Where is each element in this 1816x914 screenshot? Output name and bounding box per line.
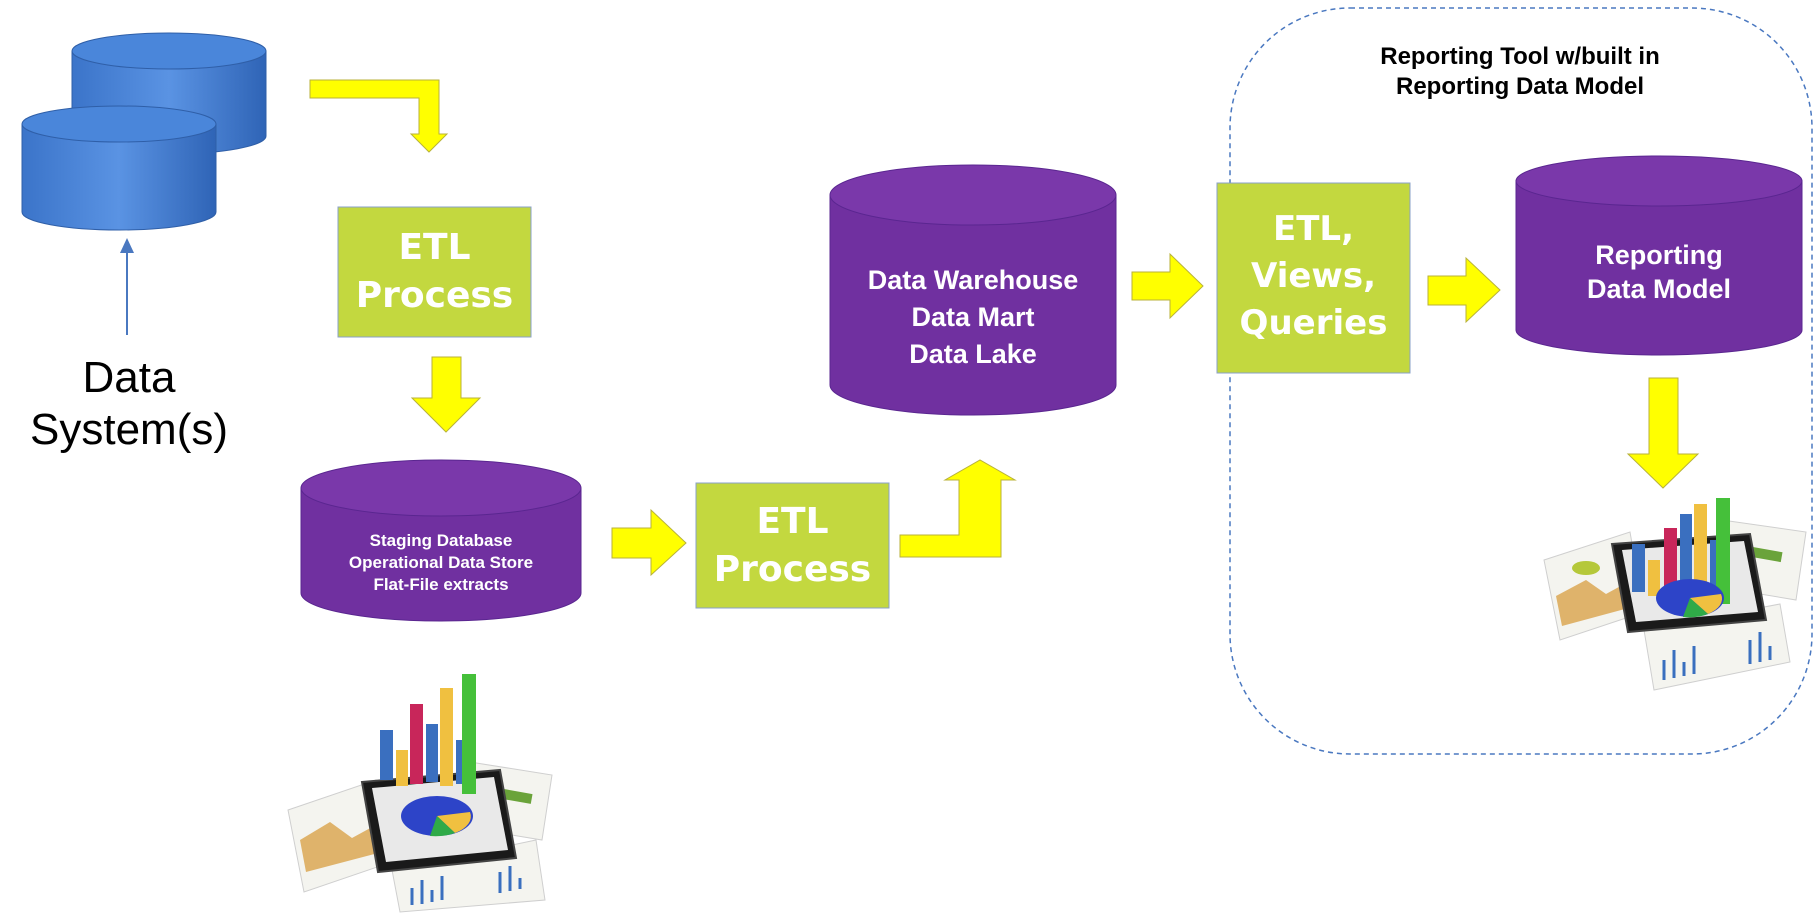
etl-views-queries-label: ETL, Views, Queries (1239, 209, 1388, 343)
right-arrow-to-reporting-db (1427, 256, 1501, 324)
data-systems-label: Data System(s) (30, 353, 228, 454)
reporting-tool-boundary (1229, 7, 1813, 755)
reporting-data-model-label: Reporting Data Model (1586, 240, 1732, 304)
right-arrow-to-etl-2 (611, 508, 687, 577)
source-up-arrow (120, 238, 134, 335)
report-charts-illustration-right (1543, 498, 1807, 691)
data-warehouse-label: Data Warehouse Data Mart Data Lake (867, 265, 1079, 369)
reporting-tool-title: Reporting Tool w/built in Reporting Data… (1380, 43, 1660, 100)
down-arrow-to-reports (1626, 377, 1700, 489)
down-arrow-to-staging (410, 356, 482, 433)
staging-database-label: Staging Database Operational Data Store … (348, 531, 534, 594)
etl-process-label-2: ETL Process (713, 501, 872, 590)
source-database-front (21, 105, 217, 231)
etl-process-box-1 (337, 206, 532, 338)
staging-database (300, 459, 582, 622)
bent-arrow-to-warehouse (899, 459, 1017, 558)
right-arrow-to-etl-views (1131, 252, 1204, 320)
etl-views-queries-box (1216, 182, 1411, 374)
report-charts-illustration-left (287, 674, 553, 913)
etl-process-label-1: ETL Process (355, 227, 514, 316)
etl-process-box-2 (695, 482, 890, 609)
reporting-data-model-database (1515, 155, 1803, 356)
data-warehouse-database (829, 164, 1117, 416)
bent-arrow-to-etl-1 (309, 79, 449, 153)
